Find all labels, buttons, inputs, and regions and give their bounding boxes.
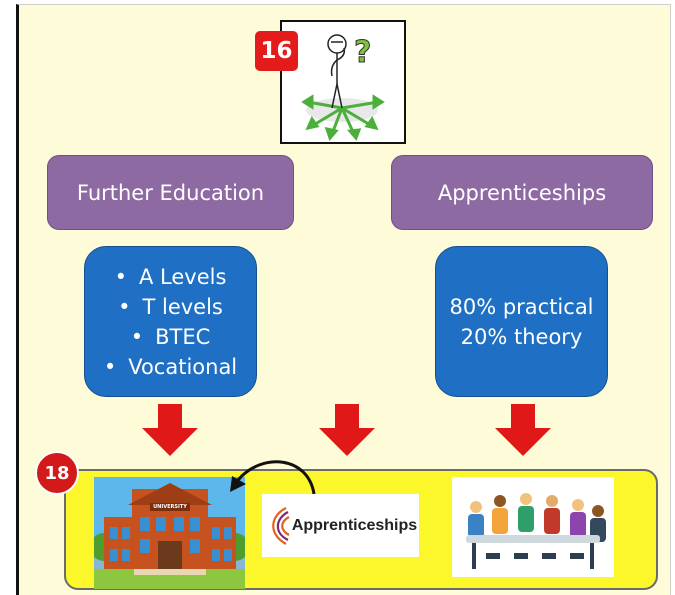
- apprenticeships-swoosh-icon: [271, 506, 290, 545]
- list-item: BTEC: [104, 322, 237, 352]
- further-education-options-box: A Levels T levels BTEC Vocational: [84, 246, 257, 397]
- apprenticeships-box: Apprenticeships: [391, 155, 653, 230]
- step-badge-16: 16: [255, 31, 298, 71]
- meeting-image: [452, 477, 614, 577]
- practical-percentage: 80% practical: [449, 294, 594, 319]
- apprenticeships-logo: Apprenticeships: [262, 494, 419, 557]
- further-education-box: Further Education: [47, 155, 294, 230]
- list-item: T levels: [104, 292, 237, 322]
- step-badge-18: 18: [35, 451, 79, 495]
- list-item: A Levels: [104, 262, 237, 292]
- further-education-list: A Levels T levels BTEC Vocational: [104, 262, 237, 382]
- down-arrow-icon: [142, 404, 198, 456]
- svg-text:?: ?: [354, 35, 371, 70]
- university-image: UNIVERSITY: [94, 477, 245, 589]
- curved-arrow-icon: [230, 460, 316, 495]
- university-sign: UNIVERSITY: [153, 504, 187, 510]
- apprenticeships-logo-text: Apprenticeships: [291, 516, 418, 534]
- apprenticeship-split-box: 80% practical 20% theory: [435, 246, 608, 397]
- theory-percentage: 20% theory: [460, 324, 583, 349]
- down-arrow-icon: [495, 404, 551, 456]
- down-arrow-icon: [319, 404, 375, 456]
- list-item: Vocational: [104, 352, 237, 382]
- thinking-person-icon: ?: [301, 34, 385, 141]
- thinking-person-card: ?: [280, 20, 406, 144]
